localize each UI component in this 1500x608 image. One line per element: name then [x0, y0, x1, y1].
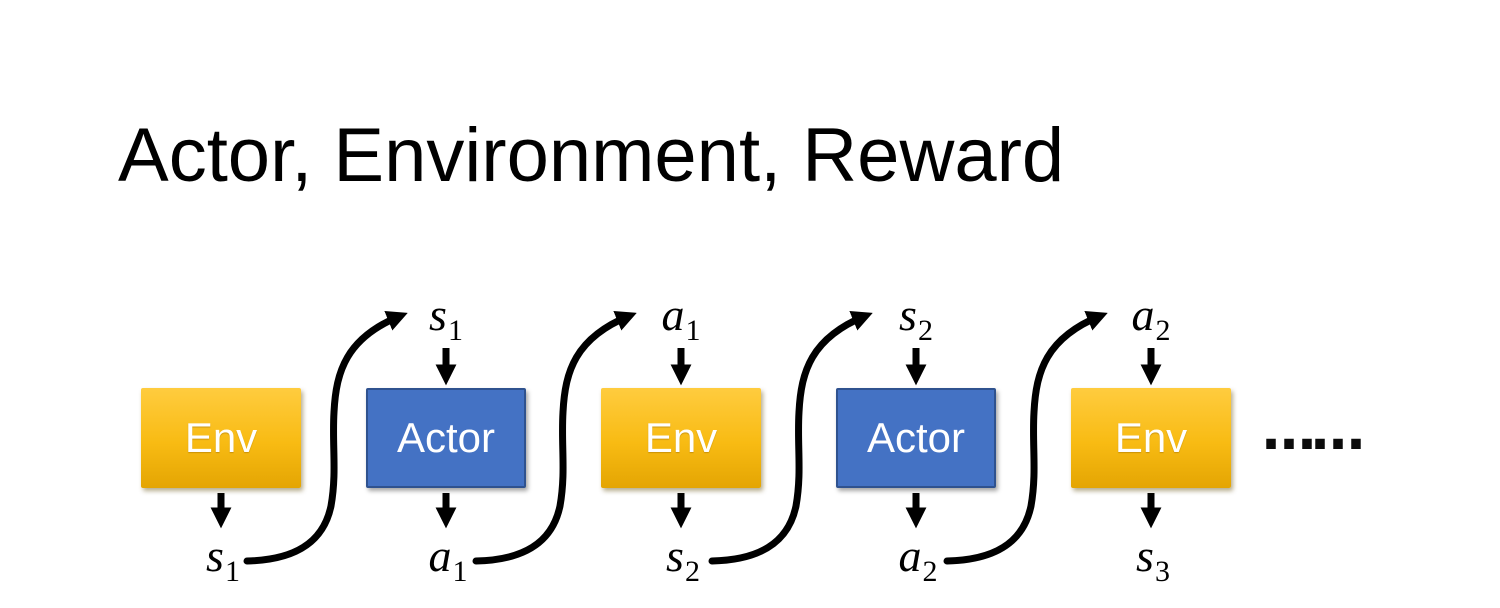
- actor-box-2-label: Actor: [866, 414, 966, 461]
- label-sub: 1: [224, 555, 240, 588]
- label-s3-bottom: s3: [1136, 530, 1170, 587]
- label-s1-top: s1: [429, 289, 463, 346]
- env-box-2-label: Env: [644, 414, 718, 461]
- label-base: s: [1136, 530, 1154, 581]
- env-box-3: Env: [1071, 388, 1231, 488]
- label-base: s: [206, 530, 224, 581]
- label-sub: 2: [1155, 314, 1171, 347]
- env-box-2: Env: [601, 388, 761, 488]
- curve-s1-to-actor1: [243, 311, 408, 565]
- label-a2-bottom: a2: [898, 530, 938, 587]
- label-sub: 2: [917, 314, 933, 347]
- label-sub: 1: [447, 314, 463, 347]
- label-sub: 1: [685, 314, 701, 347]
- env-box-1-label: Env: [184, 414, 258, 461]
- env-box-1: Env: [141, 388, 301, 488]
- label-base: s: [899, 289, 917, 340]
- env-box-3-label: Env: [1114, 414, 1188, 461]
- label-s2-bottom: s2: [666, 530, 700, 587]
- label-a2-top: a2: [1131, 289, 1171, 346]
- label-a1-top: a1: [661, 289, 701, 346]
- label-s1-bottom: s1: [206, 530, 240, 587]
- label-base: s: [429, 289, 447, 340]
- continuation-ellipsis: ……: [1262, 399, 1365, 462]
- curve-s2-to-actor2: [708, 311, 873, 565]
- actor-box-1-label: Actor: [396, 414, 496, 461]
- label-a1-bottom: a1: [428, 530, 468, 587]
- slide-title: Actor, Environment, Reward: [118, 113, 1065, 198]
- label-base: a: [428, 530, 452, 581]
- label-sub: 1: [452, 555, 468, 588]
- label-base: a: [661, 289, 685, 340]
- label-base: a: [898, 530, 922, 581]
- label-sub: 2: [684, 555, 700, 588]
- actor-box-2: Actor: [836, 388, 996, 488]
- label-base: s: [666, 530, 684, 581]
- label-sub: 2: [922, 555, 938, 588]
- label-s2-top: s2: [899, 289, 933, 346]
- curve-a2-to-env3: [943, 311, 1108, 565]
- label-base: a: [1131, 289, 1155, 340]
- label-sub: 3: [1154, 555, 1170, 588]
- curve-a1-to-env2: [472, 311, 637, 565]
- actor-box-1: Actor: [366, 388, 526, 488]
